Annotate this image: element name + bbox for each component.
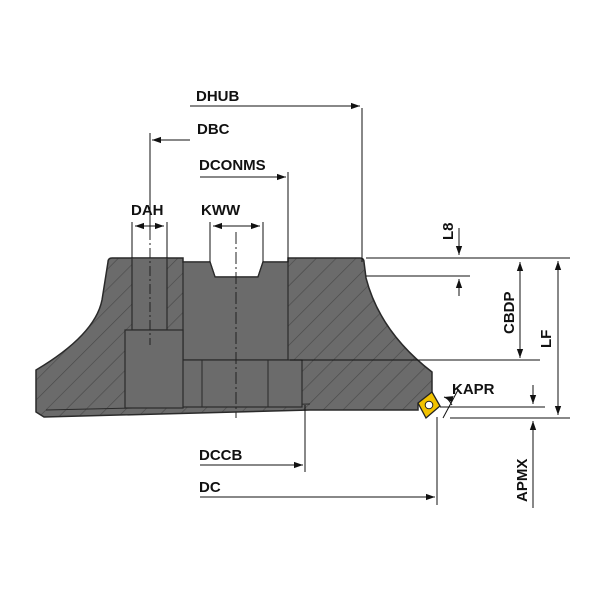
cutting-insert [417, 391, 441, 420]
mounting-hole-counterbore [124, 329, 184, 409]
label-dc: DC [199, 479, 221, 496]
bore-counterbore [164, 359, 303, 408]
label-kapr: KAPR [452, 381, 495, 398]
label-cbdp: CBDP [501, 291, 518, 334]
kapr-extension [442, 389, 459, 419]
label-dccb: DCCB [199, 447, 242, 464]
central-bore [124, 257, 303, 409]
kapr-arc [443, 396, 454, 406]
insert-screw [424, 400, 434, 410]
label-l8: L8 [440, 222, 457, 240]
label-lf: LF [538, 330, 555, 348]
label-dhub: DHUB [196, 88, 239, 105]
label-dah: DAH [131, 202, 164, 219]
label-dconms: DCONMS [199, 157, 266, 174]
dimension-labels: DHUB DBC DCONMS DAH KWW L8 CBDP LF KAPR … [131, 88, 555, 502]
label-dbc: DBC [197, 121, 230, 138]
label-apmx: APMX [514, 459, 531, 502]
label-kww: KWW [201, 202, 241, 219]
dimension-lines [131, 102, 570, 508]
